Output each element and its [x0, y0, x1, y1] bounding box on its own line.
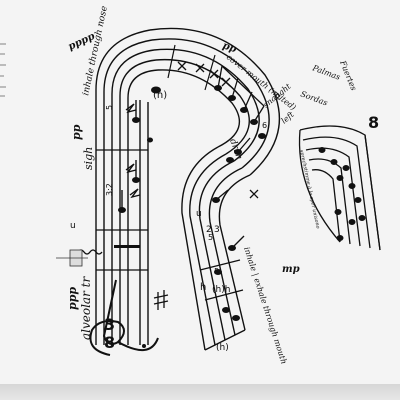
note-head [348, 219, 356, 225]
note-head [334, 209, 342, 215]
note-head [151, 86, 161, 94]
tuplet-6: 6 [262, 121, 267, 130]
text-sigh: sigh [82, 147, 95, 170]
rest-symbol [129, 188, 141, 199]
bowl-marks [177, 61, 265, 249]
sharp-sign [153, 290, 169, 310]
note-head [147, 137, 153, 143]
dynamic-pp-top: pp [221, 40, 238, 55]
time-sig-num: 3 [104, 315, 115, 334]
x-notehead [209, 69, 219, 79]
rest-bar [114, 245, 140, 248]
text-palmas: Palmas [310, 63, 341, 82]
note-head [318, 147, 326, 153]
margin-marks [0, 43, 6, 97]
rest-symbol [125, 103, 137, 114]
text-u-sound: u [196, 209, 202, 219]
dynamic-ppp: ppp [66, 287, 79, 310]
staff-fan [298, 125, 381, 251]
rest-symbol [125, 163, 137, 174]
syllable-h-hh: (h)h [212, 285, 230, 295]
paper-shadow [0, 384, 400, 400]
fan-notes [318, 147, 366, 241]
dynamic-pp-left: pp [70, 124, 83, 140]
syllable-h: h [200, 282, 206, 293]
dynamic-mp: mp [282, 264, 300, 275]
note-head [348, 183, 356, 189]
x-notehead [195, 63, 205, 73]
note-head [336, 175, 344, 181]
treble-clef [89, 279, 159, 356]
clef-dots [142, 344, 146, 348]
note-head [214, 269, 222, 275]
x-notehead [249, 189, 259, 199]
staff-vertical [95, 29, 159, 345]
note-head [342, 165, 350, 171]
note-head [336, 235, 344, 241]
text-inhale-nose: inhale through nose [81, 5, 110, 97]
time-sig-fan: 8 [368, 113, 379, 132]
performer-icon [56, 249, 88, 267]
note-head [354, 197, 362, 203]
tuplet-5c: 5 [214, 267, 219, 276]
count-3: 3 [214, 225, 220, 235]
text-rhythm-note: sprechstimme à la sper unisono [298, 149, 322, 229]
tuplet-5a: 5 [105, 105, 114, 110]
note-head [358, 215, 366, 221]
staff-bowl [149, 27, 281, 176]
text-sordas: Sordas [299, 89, 329, 107]
stem-rests [121, 100, 141, 210]
syllable-h-end: (h) [216, 343, 229, 353]
x-notehead [177, 61, 187, 71]
note-head [226, 157, 234, 163]
tuplet-5b: 5 [208, 233, 213, 242]
note-head [330, 159, 338, 165]
count-2: 2 [206, 225, 212, 235]
text-left: left [280, 109, 297, 125]
x-notehead [221, 77, 231, 87]
note-head [232, 315, 240, 321]
stem-notes [114, 86, 161, 248]
bar-lines [96, 44, 244, 301]
time-sig-den: 8 [104, 333, 115, 352]
text-u: u [70, 221, 76, 231]
syllable-h-paren: (h) [153, 90, 167, 101]
staff-leg [181, 146, 251, 351]
tuplet-3-2: 3:2 [105, 183, 114, 196]
note-head [258, 133, 266, 139]
text-alveolar-tr: alveolar tr [79, 276, 93, 340]
note-head [222, 307, 230, 313]
text-fuertes: Fuertes [338, 58, 358, 91]
